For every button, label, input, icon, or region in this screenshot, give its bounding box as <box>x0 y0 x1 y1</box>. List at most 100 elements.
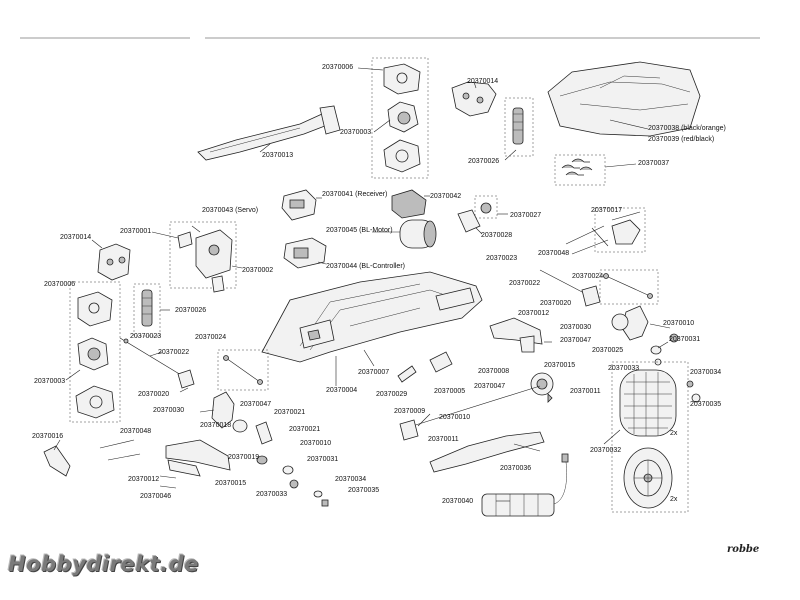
label-20370002: 20370002 <box>242 267 274 274</box>
label-20370019: 20370019 <box>228 454 260 461</box>
label-20370017: 20370017 <box>591 207 623 214</box>
hub-carrier-left <box>211 391 329 507</box>
label-20370034-left: 20370034 <box>335 476 367 483</box>
label-20370039: 20370039 (red/black) <box>648 136 715 143</box>
label-20370022-left: 20370022 <box>158 349 190 356</box>
body-shell <box>547 61 701 137</box>
label-20370021-b: 20370021 <box>289 426 321 433</box>
rear-brace <box>429 431 545 473</box>
label-20370045: 20370045 (BL-Motor) <box>326 227 393 234</box>
label-20370035-right: 20370035 <box>690 401 722 408</box>
label-20370015-left: 20370015 <box>215 480 247 487</box>
label-20370001: 20370001 <box>120 228 152 235</box>
label-20370018: 20370018 <box>200 422 232 429</box>
lower-arm-left <box>165 439 231 477</box>
label-20370048-right: 20370048 <box>538 250 570 257</box>
label-20370033-left: 20370033 <box>256 491 288 498</box>
main-chassis <box>261 271 483 363</box>
wheel-nut <box>686 380 701 403</box>
label-20370034-right: 20370034 <box>690 369 722 376</box>
label-20370040: 20370040 <box>442 498 474 505</box>
label-20370046: 20370046 <box>140 493 172 500</box>
chassis-brace <box>197 105 341 161</box>
label-20370038: 20370038 (black/orange) <box>648 125 726 132</box>
receiver <box>281 189 317 221</box>
label-20370048-left: 20370048 <box>120 428 152 435</box>
lower-arm-right <box>489 317 543 353</box>
label-20370037: 20370037 <box>638 160 670 167</box>
steering-link-left <box>119 337 195 389</box>
label-20370014-left: 20370014 <box>60 234 92 241</box>
pinion-gear <box>457 195 498 233</box>
hinge-pins-left <box>99 439 177 489</box>
label-20370023-left: 20370023 <box>130 333 162 340</box>
label-20370035-left: 20370035 <box>348 487 380 494</box>
label-20370047-mid: 20370047 <box>474 383 506 390</box>
label-20370047-left: 20370047 <box>240 401 272 408</box>
quantity-label-rim: 2x <box>670 496 678 503</box>
differential-assembly <box>399 372 554 441</box>
gear-cover-top <box>371 57 429 179</box>
label-20370029: 20370029 <box>376 391 408 398</box>
label-20370011-mid: 20370011 <box>428 436 459 443</box>
label-20370020-right: 20370020 <box>540 300 572 307</box>
label-20370041: 20370041 (Receiver) <box>322 191 388 198</box>
label-20370006-left: 20370006 <box>44 281 76 288</box>
label-20370011-right: 20370011 <box>570 388 601 395</box>
motor-heatsink <box>391 189 427 219</box>
body-clips <box>554 154 606 186</box>
turnbuckle-left <box>217 349 269 391</box>
label-20370028: 20370028 <box>481 232 513 239</box>
label-20370020-left: 20370020 <box>138 391 170 398</box>
label-20370030-right: 20370030 <box>560 324 592 331</box>
label-20370032: 20370032 <box>590 447 622 454</box>
label-20370010-left: 20370010 <box>300 440 332 447</box>
watermark-logo: Hobbydirekt.de <box>8 552 199 576</box>
wheel-rim <box>623 447 673 509</box>
front-bumper <box>43 445 71 477</box>
quantity-label-tire: 2x <box>670 430 678 437</box>
label-20370027: 20370027 <box>510 212 542 219</box>
brand-logo: robbe <box>727 544 760 555</box>
label-20370012-right: 20370012 <box>518 310 550 317</box>
bl-motor <box>399 219 437 249</box>
label-20370047-right: 20370047 <box>560 337 592 344</box>
label-20370016: 20370016 <box>32 433 64 440</box>
hub-carrier-right <box>611 305 679 366</box>
label-20370023-right: 20370023 <box>486 255 518 262</box>
label-20370043: 20370043 (Servo) <box>202 207 259 214</box>
label-20370030-left: 20370030 <box>153 407 185 414</box>
label-20370010-right: 20370010 <box>663 320 695 327</box>
label-20370024-right: 20370024 <box>572 273 604 280</box>
label-20370003-left: 20370003 <box>34 378 66 385</box>
label-20370024-left: 20370024 <box>195 334 227 341</box>
label-20370042: 20370042 <box>430 193 462 200</box>
label-20370015-right: 20370015 <box>544 362 576 369</box>
bl-controller <box>283 237 327 269</box>
chassis-small-parts <box>397 351 453 383</box>
label-20370009: 20370009 <box>394 408 426 415</box>
label-20370031-left: 20370031 <box>307 456 339 463</box>
label-20370026-top: 20370026 <box>468 158 500 165</box>
label-20370044: 20370044 (BL-Controller) <box>326 263 405 270</box>
label-20370036: 20370036 <box>500 465 532 472</box>
label-20370010-mid: 20370010 <box>439 414 471 421</box>
label-20370022-right: 20370022 <box>509 280 541 287</box>
tire <box>619 369 677 437</box>
label-20370008: 20370008 <box>478 368 510 375</box>
shock-left <box>133 283 161 337</box>
label-20370025: 20370025 <box>592 347 624 354</box>
label-20370021-a: 20370021 <box>274 409 306 416</box>
label-20370005: 20370005 <box>434 388 466 395</box>
shock-top <box>504 97 534 157</box>
label-20370013: 20370013 <box>262 152 294 159</box>
label-20370007: 20370007 <box>358 369 390 376</box>
gear-cover-left <box>69 281 121 423</box>
shock-tower-top <box>451 81 497 117</box>
battery-pack <box>481 453 569 517</box>
label-20370012-left: 20370012 <box>128 476 160 483</box>
label-20370006-top: 20370006 <box>322 64 354 71</box>
shock-tower-left <box>97 243 131 281</box>
label-20370026-left: 20370026 <box>175 307 207 314</box>
